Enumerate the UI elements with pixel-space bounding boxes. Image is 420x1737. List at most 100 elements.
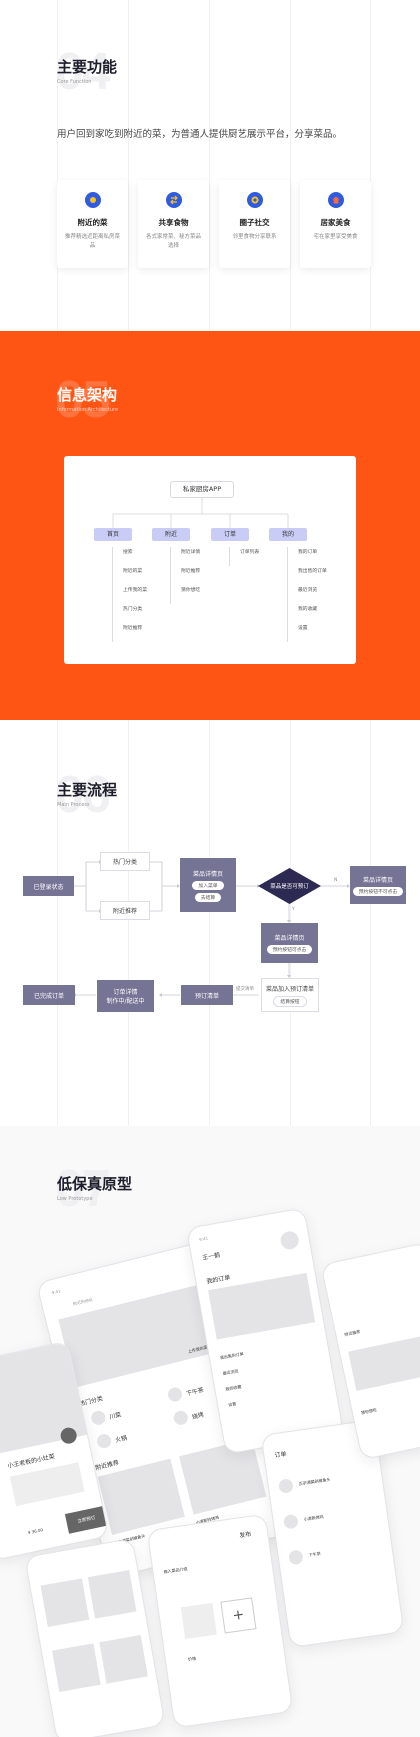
architecture-item: 我的收藏	[298, 607, 318, 612]
flow-dish-detail-enabled: 菜品详情页 预约按钮可点击	[261, 923, 318, 963]
section-core-function: 04 主要功能 Core Function 用户回到家吃到附近的菜，为普通人提供…	[0, 0, 420, 331]
category-label[interactable]: 火锅	[114, 1434, 128, 1445]
section-number: 06	[55, 766, 111, 824]
feature-cards: 附近的菜 推荐精选近距离私房菜品 共享食物 各式家常菜、秘方菜品选择 圈子社交 …	[57, 180, 371, 268]
my-orders-title[interactable]: 我的订单	[205, 1274, 231, 1286]
detail-info	[9, 1462, 85, 1507]
not-bookable-pill: 预约按钮不可点击	[352, 886, 404, 896]
category-icon	[172, 1409, 190, 1427]
architecture-item: 附近的菜	[123, 569, 143, 574]
architecture-connectors	[112, 498, 289, 528]
order-thumb	[278, 1478, 294, 1494]
order-button[interactable]: 立即预订	[64, 1505, 109, 1534]
flow-dish-detail: 菜品详情页 加入菜单 去结算	[180, 858, 236, 912]
category-label[interactable]: 下午茶	[185, 1386, 205, 1398]
flow-yes-label: Y	[292, 907, 295, 912]
section-header: 07 低保真原型 Low Prototype	[55, 1160, 133, 1218]
book-button-pill: 预约按钮可点击	[266, 944, 313, 954]
feature-desc: 宅在家里享受美食	[313, 234, 358, 240]
flow-decision: 菜品是否可预订	[258, 868, 321, 904]
architecture-node: 我的	[269, 528, 307, 541]
add-photo-icon[interactable]: +	[220, 1597, 257, 1634]
flow-logged-in: 已登录状态	[23, 876, 74, 896]
architecture-column: 我的 我的订单 我出售的订单 最近浏览 我的收藏 设置	[269, 528, 327, 642]
list-image[interactable]	[87, 1569, 137, 1619]
architecture-column: 附近 附近详情 附近推荐 猜你想吃	[152, 528, 200, 604]
upload-image	[180, 1602, 217, 1640]
architecture-item: 搜索	[123, 550, 133, 555]
feature-card[interactable]: 居家美食 宅在家里享受美食	[300, 180, 371, 268]
feature-card[interactable]: 附近的菜 推荐精选近距离私房菜品	[57, 180, 128, 268]
section-title: 低保真原型	[57, 1175, 133, 1193]
nearby-image[interactable]	[348, 1333, 420, 1391]
menu-favorites[interactable]: 我的收藏	[225, 1384, 242, 1392]
avatar[interactable]	[279, 1229, 301, 1251]
orders-placeholder	[208, 1272, 316, 1340]
profile-name: 王一鹤	[201, 1251, 221, 1262]
section-low-prototype: 07 低保真原型 Low Prototype 9:41 附近的地址 上传我的菜 …	[0, 1126, 420, 1737]
list-image[interactable]	[99, 1634, 148, 1684]
section-subtitle: Low Prototype	[57, 1196, 93, 1202]
architecture-item: 附近详情	[181, 550, 201, 555]
section-header: 04 主要功能 Core Function	[55, 43, 117, 101]
section-subtitle: Main Process	[57, 802, 90, 808]
flow-add-order: 菜品加入预订清单 结算按钮	[261, 978, 319, 1012]
list-image[interactable]	[52, 1643, 101, 1692]
architecture-item: 订单列表	[240, 550, 260, 555]
section-number: 04	[55, 43, 111, 101]
menu-recent[interactable]: 最近浏览	[222, 1368, 239, 1376]
architecture-column: 首页 搜索 附近的菜 上传我的菜 热门分类 附近推荐	[94, 528, 147, 642]
flow-order-detail: 订单详情 制作中/配送中	[97, 980, 154, 1012]
architecture-node: 首页	[94, 528, 132, 541]
order-thumb	[288, 1549, 304, 1566]
flow-label: 菜品加入预订清单	[265, 985, 314, 993]
menu-sold[interactable]: 我出售的订单	[219, 1351, 245, 1361]
feature-desc: 各式家常菜、秘方菜品选择	[145, 234, 201, 249]
swap-icon	[165, 192, 182, 208]
status-time: 9:41	[198, 1235, 209, 1243]
section-information-architecture: 05 信息架构 Information Architecture 私家厨房APP…	[0, 331, 420, 720]
feature-title: 居家美食	[320, 218, 351, 227]
detail-price: ¥ 36.00	[27, 1527, 44, 1536]
location-pin-icon	[84, 192, 101, 208]
architecture-item: 热门分类	[123, 607, 143, 612]
order-item[interactable]: 正宗湘菜剁椒鱼头	[298, 1476, 331, 1487]
menu-settings[interactable]: 设置	[227, 1401, 237, 1408]
architecture-root: 私家厨房APP	[170, 481, 234, 498]
architecture-item: 最近浏览	[298, 588, 318, 593]
architecture-diagram: 私家厨房APP 首页 搜索 附近的菜 上传我的菜 热门分类 附近推荐 附近 附近…	[64, 456, 356, 664]
circle-target-icon	[246, 192, 263, 208]
architecture-item: 上传我的菜	[123, 588, 147, 593]
upload-title[interactable]: 发布	[238, 1530, 252, 1540]
order-item[interactable]: 下午茶	[308, 1550, 321, 1558]
flow-label: 菜品详情页	[362, 876, 393, 884]
section-title: 信息架构	[57, 386, 118, 404]
category-label[interactable]: 川菜	[108, 1411, 123, 1421]
upload-price[interactable]: 价格	[187, 1655, 197, 1662]
order-thumb	[283, 1513, 299, 1530]
flow-label: 菜品详情页	[192, 870, 223, 878]
architecture-item: 我出售的订单	[298, 569, 327, 574]
order-item[interactable]: 小清新烤鸡	[303, 1514, 324, 1522]
checkout-pill: 结算按钮	[273, 995, 307, 1007]
architecture-items: 订单列表	[229, 547, 259, 566]
upload-caption[interactable]: 输入菜品介绍	[163, 1566, 188, 1575]
flow-dish-detail-disabled: 菜品详情页 预约按钮不可点击	[350, 866, 406, 904]
location-label: 附近的地址	[72, 1296, 94, 1307]
orders-title: 订单	[274, 1450, 288, 1460]
feature-card[interactable]: 共享食物 各式家常菜、秘方菜品选择	[138, 180, 209, 268]
flow-nearby-recommend: 附近推荐	[100, 901, 150, 920]
flow-label: 制作中/配送中	[106, 998, 145, 1005]
architecture-items: 搜索 附近的菜 上传我的菜 热门分类 附近推荐	[112, 547, 147, 642]
list-image[interactable]	[40, 1578, 90, 1627]
category-label[interactable]: 烧烤	[191, 1411, 205, 1422]
feature-card[interactable]: 圈子社交 邻里食物分享联系	[219, 180, 290, 268]
architecture-item: 附近推荐	[123, 626, 143, 631]
category-icon	[95, 1432, 113, 1450]
architecture-item: 猜你想吃	[181, 588, 201, 593]
flow-no-label: N	[334, 878, 338, 883]
section-number: 05	[55, 371, 111, 429]
dish-image[interactable]	[97, 1458, 185, 1535]
architecture-item: 附近推荐	[181, 569, 201, 574]
home-icon	[327, 192, 344, 208]
